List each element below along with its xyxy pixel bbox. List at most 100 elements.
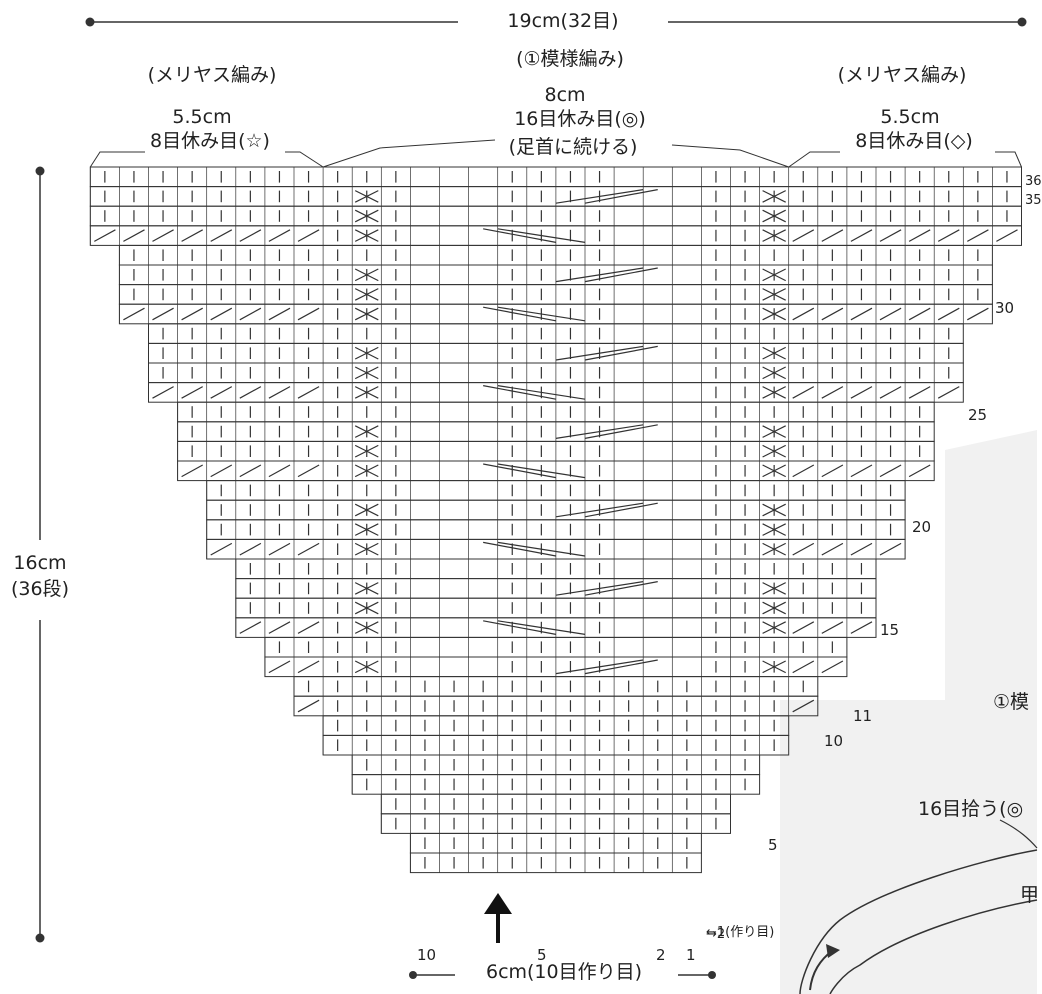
width-dimension-dot bbox=[85, 17, 95, 27]
cable-cross bbox=[354, 582, 379, 595]
decrease-symbol bbox=[268, 660, 291, 674]
center-cable bbox=[555, 659, 644, 675]
knitting-direction-arrowhead bbox=[484, 893, 512, 914]
cable-cross bbox=[762, 621, 786, 634]
cable-cross bbox=[354, 660, 379, 674]
center-cable bbox=[584, 267, 658, 283]
decrease-symbol bbox=[821, 542, 844, 556]
row-num-11: 11 bbox=[853, 707, 873, 725]
bottom-dimension-dot bbox=[409, 971, 417, 979]
pick-up-pointer bbox=[999, 819, 1038, 849]
decrease-symbol bbox=[94, 229, 116, 242]
decrease-symbol bbox=[297, 229, 320, 242]
decrease-symbol bbox=[850, 229, 873, 242]
center-width-label: 8cm bbox=[544, 84, 586, 106]
decrease-symbol bbox=[821, 464, 844, 478]
center-cable bbox=[555, 424, 644, 439]
row-num-36: 36 bbox=[1025, 174, 1042, 189]
center-cable bbox=[555, 581, 644, 596]
decrease-symbol bbox=[850, 542, 873, 556]
decrease-symbol bbox=[879, 307, 902, 321]
cable-cross bbox=[354, 209, 379, 223]
decrease-symbol bbox=[297, 542, 320, 556]
decrease-symbol bbox=[792, 542, 815, 556]
height-dimension-dot bbox=[35, 166, 45, 176]
row-num-20: 20 bbox=[912, 518, 932, 536]
decrease-symbol bbox=[239, 229, 262, 242]
height-dimension-dot bbox=[35, 933, 45, 943]
cable-cross bbox=[762, 503, 786, 517]
pick-up-arrowhead bbox=[826, 944, 840, 958]
decrease-symbol bbox=[268, 464, 291, 478]
cable-cross bbox=[762, 307, 786, 321]
cable-cross bbox=[354, 268, 379, 282]
center-cable bbox=[483, 541, 557, 557]
cable-cross bbox=[762, 425, 786, 438]
cable-cross bbox=[762, 464, 786, 478]
decrease-symbol bbox=[268, 229, 291, 242]
cable-cross bbox=[354, 601, 379, 615]
decrease-symbol bbox=[792, 699, 815, 713]
row-num-25: 25 bbox=[968, 406, 988, 424]
decrease-symbol bbox=[297, 621, 320, 634]
cable-cross bbox=[762, 601, 786, 615]
total-width-label: 19cm(32目) bbox=[507, 10, 619, 32]
decrease-symbol bbox=[937, 386, 960, 399]
center-rest-label: 16目休み目(◎) bbox=[514, 108, 646, 130]
decrease-symbol bbox=[967, 229, 989, 242]
left-width-label: 5.5cm bbox=[172, 106, 232, 128]
center-cable bbox=[555, 189, 644, 204]
center-cable bbox=[555, 267, 644, 283]
side-pattern-label: ①模 bbox=[993, 691, 1030, 713]
center-cable bbox=[483, 463, 557, 479]
row-2-note: →2 bbox=[706, 927, 726, 942]
row-num-15: 15 bbox=[880, 621, 900, 639]
cable-cross bbox=[354, 346, 379, 360]
cable-cross bbox=[354, 621, 379, 634]
instep-outline bbox=[799, 849, 1038, 994]
decrease-symbol bbox=[967, 307, 989, 321]
decrease-symbol bbox=[239, 542, 262, 556]
decrease-symbol bbox=[879, 464, 902, 478]
cable-cross bbox=[354, 307, 379, 321]
decrease-symbol bbox=[792, 229, 815, 242]
decrease-symbol bbox=[210, 464, 233, 478]
cable-cross bbox=[762, 366, 786, 380]
decrease-symbol bbox=[268, 386, 291, 399]
decrease-symbol bbox=[908, 386, 931, 399]
decrease-symbol bbox=[239, 386, 262, 399]
center-cable bbox=[584, 345, 658, 361]
center-cable bbox=[584, 581, 658, 596]
shaded-area bbox=[780, 430, 1037, 994]
row-1-cast-on-note: ←1(作り目) bbox=[706, 925, 775, 940]
decrease-symbol bbox=[181, 229, 203, 242]
decrease-symbol bbox=[297, 386, 320, 399]
decrease-symbol bbox=[210, 542, 233, 556]
center-pattern-label: (①模様編み) bbox=[516, 48, 624, 70]
cable-cross bbox=[762, 542, 786, 556]
instep-label: 甲 bbox=[1020, 884, 1040, 906]
instep-outline bbox=[829, 899, 1038, 994]
decrease-symbol bbox=[850, 307, 873, 321]
cable-cross bbox=[354, 464, 379, 478]
center-cable bbox=[497, 385, 586, 400]
decrease-symbol bbox=[181, 307, 203, 321]
right-rest-label: 8目休み目(◇) bbox=[855, 130, 973, 152]
center-cable bbox=[584, 424, 658, 439]
center-cable bbox=[555, 502, 644, 518]
decrease-symbol bbox=[908, 464, 931, 478]
decrease-symbol bbox=[792, 386, 815, 399]
center-cable bbox=[483, 620, 557, 635]
cable-cross bbox=[762, 660, 786, 674]
cable-cross bbox=[354, 425, 379, 438]
decrease-symbol bbox=[879, 542, 902, 556]
decrease-symbol bbox=[821, 621, 844, 634]
decrease-symbol bbox=[210, 307, 233, 321]
cable-cross bbox=[762, 582, 786, 595]
decrease-symbol bbox=[297, 660, 320, 674]
stitch-num-1: 1 bbox=[686, 946, 696, 964]
row-num-35: 35 bbox=[1025, 193, 1042, 208]
stitch-num-5: 5 bbox=[537, 946, 547, 964]
row-num-10: 10 bbox=[824, 732, 844, 750]
